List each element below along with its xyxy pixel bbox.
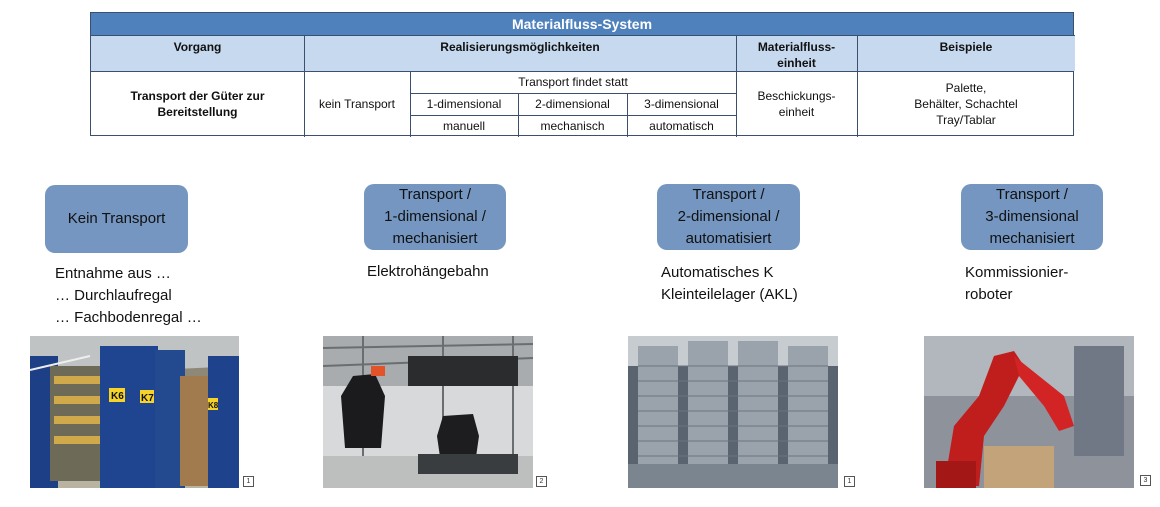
cell-2-dimensional: 2-dimensional	[535, 96, 610, 111]
table-title: Materialfluss-System	[91, 13, 1073, 35]
header-beispiele: Beispiele	[857, 35, 1075, 71]
cell-einheit: Beschickungs- einheit	[757, 88, 836, 119]
grid-line	[410, 71, 411, 137]
shelf-label: K8	[208, 401, 219, 410]
cell-beispiele: Palette, Behälter, Schachtel Tray/Tablar	[914, 80, 1018, 128]
pill-label: Transport / 3-dimensional mechanisiert	[985, 186, 1079, 247]
grid-line	[518, 93, 519, 137]
pill-1-dimensional: Transport / 1-dimensional / mechanisiert	[364, 184, 506, 250]
pill-label: Kein Transport	[67, 210, 166, 227]
photo-fachbodenregal: K6 K7 K8	[30, 336, 239, 488]
grid-line	[736, 35, 737, 137]
photo-akl	[628, 336, 838, 488]
photo-kommissionierroboter	[924, 336, 1134, 488]
pill-label: Transport / 2-dimensional / automatisier…	[677, 186, 780, 247]
cell-vorgang: Transport der Güter zur Bereitstellung	[130, 88, 265, 119]
header-vorgang: Vorgang	[91, 35, 304, 71]
grid-line	[304, 35, 305, 137]
grid-line	[410, 93, 736, 94]
cell-kein-transport: kein Transport	[318, 96, 396, 111]
grid-line	[857, 35, 858, 137]
grid-line	[91, 71, 1073, 72]
desc-elektrohaengebahn: Elektrohängebahn	[367, 263, 489, 280]
cell-1-dimensional: 1-dimensional	[426, 96, 502, 111]
shelf-label: K7	[141, 393, 154, 404]
pill-kein-transport: Kein Transport	[45, 185, 188, 253]
cell-3-dimensional: 3-dimensional	[644, 96, 719, 111]
reference-number: 1	[844, 476, 855, 487]
cell-manuell: manuell	[442, 118, 486, 133]
pill-3-dimensional: Transport / 3-dimensional mechanisiert	[961, 184, 1103, 250]
shelf-label: K6	[111, 391, 124, 402]
desc-kein-transport: Entnahme aus … … Durchlaufregal … Fachbo…	[55, 265, 202, 326]
header-einheit: Materialfluss- einheit	[736, 35, 857, 71]
photo-elektrohaengebahn	[323, 336, 533, 488]
cell-automatisch: automatisch	[649, 118, 714, 133]
cell-mechanisch: mechanisch	[540, 118, 605, 133]
pill-2-dimensional: Transport / 2-dimensional / automatisier…	[657, 184, 800, 250]
grid-line	[410, 115, 736, 116]
grid-line	[91, 35, 1073, 36]
materialfluss-table: Materialfluss-System Vorgang Realisierun…	[90, 12, 1075, 137]
cell-transport-findet-statt: Transport findet statt	[518, 74, 628, 89]
desc-kommissionierroboter: Kommissionier- roboter	[965, 264, 1069, 303]
reference-number: 1	[243, 476, 254, 487]
reference-number: 2	[536, 476, 547, 487]
grid-line	[627, 93, 628, 137]
reference-number: 3	[1140, 475, 1151, 486]
header-realisierung: Realisierungsmöglichkeiten	[304, 35, 736, 71]
desc-akl: Automatisches K Kleinteilelager (AKL)	[661, 264, 798, 303]
pill-label: Transport / 1-dimensional / mechanisiert	[384, 186, 486, 247]
